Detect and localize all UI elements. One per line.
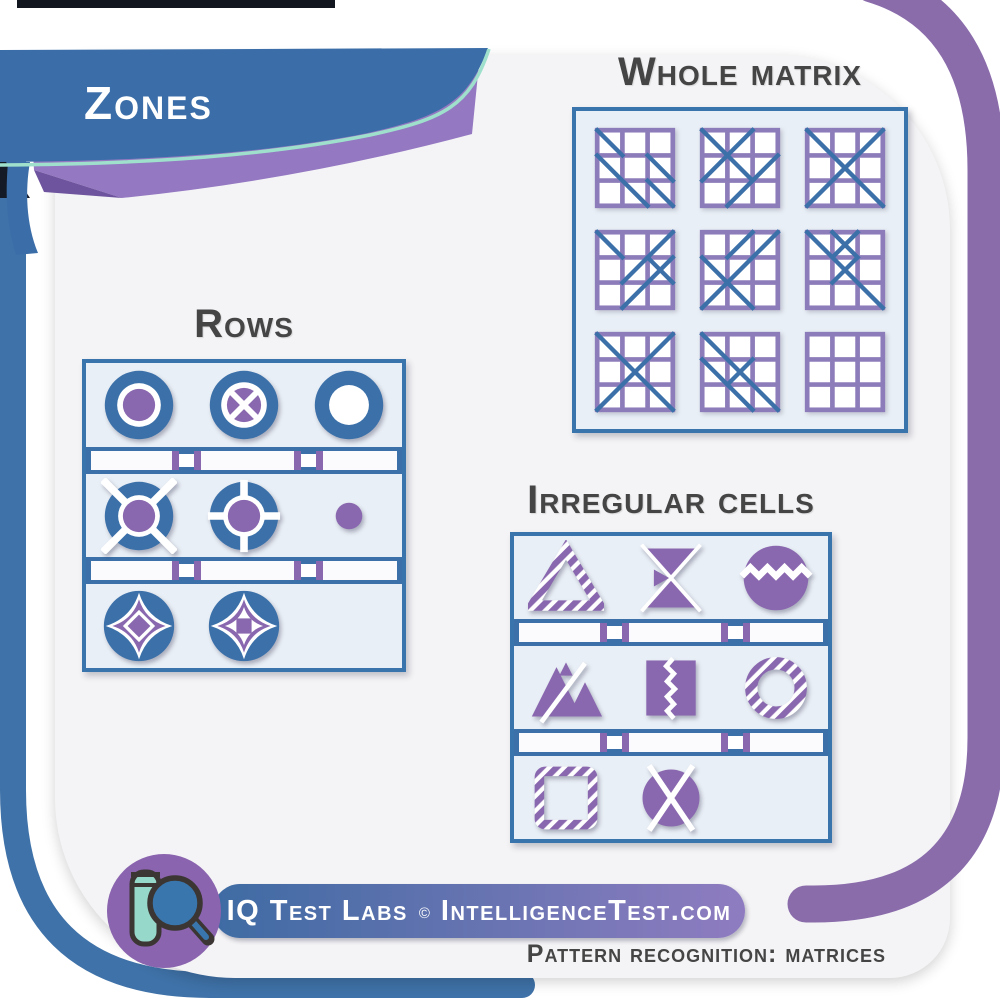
shape-row <box>86 474 402 558</box>
matrix-mini-grid <box>593 127 676 209</box>
matrix-mini-grid <box>699 127 781 209</box>
triangle-hatched-icon <box>528 539 605 611</box>
circle-star-square-icon <box>208 591 280 662</box>
cell-square-zigzag-split <box>632 649 710 727</box>
whole-matrix-panel <box>572 107 908 433</box>
cell-circle-zigzag-band <box>737 539 815 617</box>
magnifier-icon <box>147 875 215 946</box>
wheel-cross-cuts-icon <box>207 479 281 552</box>
circle-star-diamond-icon <box>103 591 174 662</box>
shape-row <box>514 536 828 619</box>
rows-title: Rows <box>194 302 294 346</box>
row-divider <box>514 729 828 756</box>
tagline: Pattern recognition: matrices <box>526 940 886 968</box>
mountain-triangles-slash-icon <box>532 661 603 724</box>
donut-ring-icon <box>315 370 384 440</box>
wheel-diagonal-cuts-icon <box>100 477 177 554</box>
cell-wheel-diagonal-cuts <box>100 477 178 555</box>
cell-small-purple-dot <box>310 477 388 555</box>
ribbon-fold <box>34 170 122 198</box>
square-outline-hatched-icon <box>534 766 598 829</box>
ribbon-main <box>0 48 488 162</box>
iq-test-labs-logo <box>107 854 221 968</box>
copyright-symbol: © <box>418 904 430 922</box>
matrix-mini-grid <box>805 331 886 413</box>
square-zigzag-split-icon <box>646 656 696 720</box>
whole-matrix-title: Whole matrix <box>618 50 862 94</box>
ring-hatched-icon <box>744 656 807 719</box>
cell-hourglass-split <box>632 539 710 617</box>
ribbon-tail <box>6 162 39 255</box>
circle-x-wedges-icon <box>642 763 700 832</box>
cell-donut-purple-center <box>100 366 178 444</box>
cell-empty <box>310 587 388 665</box>
cell-circle-star-square <box>205 587 283 665</box>
row-divider <box>514 619 828 646</box>
matrix-mini-grid <box>593 331 676 413</box>
shape-row <box>86 363 402 447</box>
cell-mountain-triangles-slash <box>527 649 605 727</box>
donut-x-center-icon <box>209 370 279 440</box>
donut-purple-center-icon <box>104 370 173 440</box>
banner-title: Zones <box>84 77 213 129</box>
matrix-mini-grid <box>699 229 781 311</box>
site-name: IntelligenceTest.com <box>440 894 732 927</box>
cell-donut-x-center <box>205 366 283 444</box>
cell-circle-x-wedges <box>632 759 710 837</box>
ribbon-mint-line <box>0 48 491 167</box>
cell-empty <box>737 759 815 837</box>
matrix-mini-grid <box>804 127 887 209</box>
matrix-mini-grid <box>804 229 887 311</box>
small-purple-dot-icon <box>336 502 363 529</box>
circle-zigzag-band-icon <box>739 545 813 610</box>
zones-ribbon <box>0 48 491 255</box>
cell-triangle-hatched <box>527 539 605 617</box>
shape-row <box>86 584 402 668</box>
shape-row <box>514 646 828 729</box>
rows-panel <box>82 359 406 672</box>
ribbon-shadow-strip <box>17 0 335 8</box>
shape-row <box>514 756 828 839</box>
irregular-cells-panel <box>510 532 832 843</box>
cell-square-outline-hatched <box>527 759 605 837</box>
row-divider <box>86 557 402 585</box>
hourglass-split-icon <box>640 542 702 613</box>
cell-wheel-cross-cuts <box>205 477 283 555</box>
cell-ring-hatched <box>737 649 815 727</box>
matrix-mini-grid <box>699 331 781 413</box>
cell-donut-ring <box>310 366 388 444</box>
row-divider <box>86 446 402 474</box>
brand-name: IQ Test Labs <box>226 894 408 927</box>
matrix-mini-grid <box>593 229 676 311</box>
brand-pill: IQ Test Labs © IntelligenceTest.com <box>213 884 745 938</box>
cell-circle-star-diamond <box>100 587 178 665</box>
irregular-cells-title: Irregular cells <box>527 478 815 522</box>
